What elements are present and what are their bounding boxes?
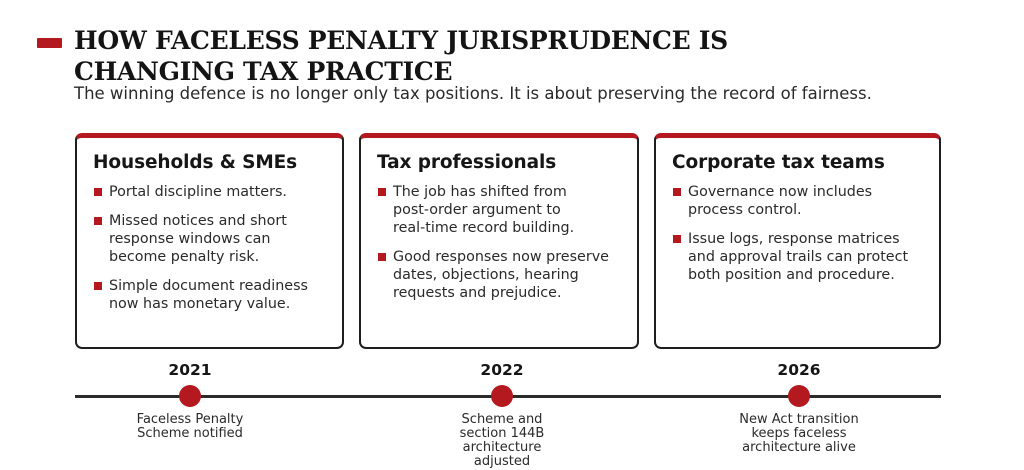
- timeline-marker-icon: [491, 385, 513, 407]
- title-accent-bar: [37, 38, 62, 48]
- square-bullet-icon: [378, 253, 386, 261]
- list-item: Issue logs, response matrices and approv…: [672, 230, 925, 284]
- timeline-year: 2026: [777, 361, 821, 379]
- list-item-text: Governance now includes process control.: [688, 184, 873, 218]
- card-title: Households & SMEs: [93, 152, 298, 173]
- list-item: Simple document readiness now has moneta…: [93, 277, 328, 313]
- list-item-text: Issue logs, response matrices and approv…: [688, 231, 909, 283]
- timeline-marker-icon: [179, 385, 201, 407]
- square-bullet-icon: [94, 188, 102, 196]
- timeline-year: 2022: [480, 361, 524, 379]
- list-item-text: Good responses now preserve dates, objec…: [393, 249, 609, 301]
- card-list: The job has shifted from post-order argu…: [377, 183, 623, 302]
- card-tax-professionals: Tax professionals The job has shifted fr…: [359, 133, 639, 349]
- list-item-text: The job has shifted from post-order argu…: [393, 184, 575, 236]
- card-title: Corporate tax teams: [672, 152, 885, 173]
- list-item-text: Portal discipline matters.: [109, 184, 287, 200]
- timeline-description: Scheme and section 144B architecture adj…: [459, 412, 545, 469]
- square-bullet-icon: [94, 282, 102, 290]
- card-corporate-tax-teams: Corporate tax teams Governance now inclu…: [654, 133, 941, 349]
- card-households-smes: Households & SMEs Portal discipline matt…: [75, 133, 344, 349]
- list-item: Governance now includes process control.: [672, 183, 892, 219]
- page-title: HOW FACELESS PENALTY JURISPRUDENCE IS CH…: [74, 26, 728, 86]
- timeline-description: New Act transition keeps faceless archit…: [739, 412, 859, 455]
- list-item-text: Simple document readiness now has moneta…: [109, 278, 308, 312]
- list-item: The job has shifted from post-order argu…: [377, 183, 587, 237]
- list-item: Missed notices and short response window…: [93, 212, 308, 266]
- card-title: Tax professionals: [377, 152, 557, 173]
- timeline-year: 2021: [168, 361, 212, 379]
- list-item-text: Missed notices and short response window…: [109, 213, 287, 265]
- square-bullet-icon: [94, 217, 102, 225]
- square-bullet-icon: [673, 188, 681, 196]
- list-item: Portal discipline matters.: [93, 183, 328, 201]
- timeline-marker-icon: [788, 385, 810, 407]
- card-list: Governance now includes process control.…: [672, 183, 925, 284]
- list-item: Good responses now preserve dates, objec…: [377, 248, 623, 302]
- card-list: Portal discipline matters. Missed notice…: [93, 183, 328, 313]
- square-bullet-icon: [378, 188, 386, 196]
- square-bullet-icon: [673, 235, 681, 243]
- timeline-description: Faceless Penalty Scheme notified: [136, 412, 244, 441]
- page-subtitle: The winning defence is no longer only ta…: [74, 84, 872, 103]
